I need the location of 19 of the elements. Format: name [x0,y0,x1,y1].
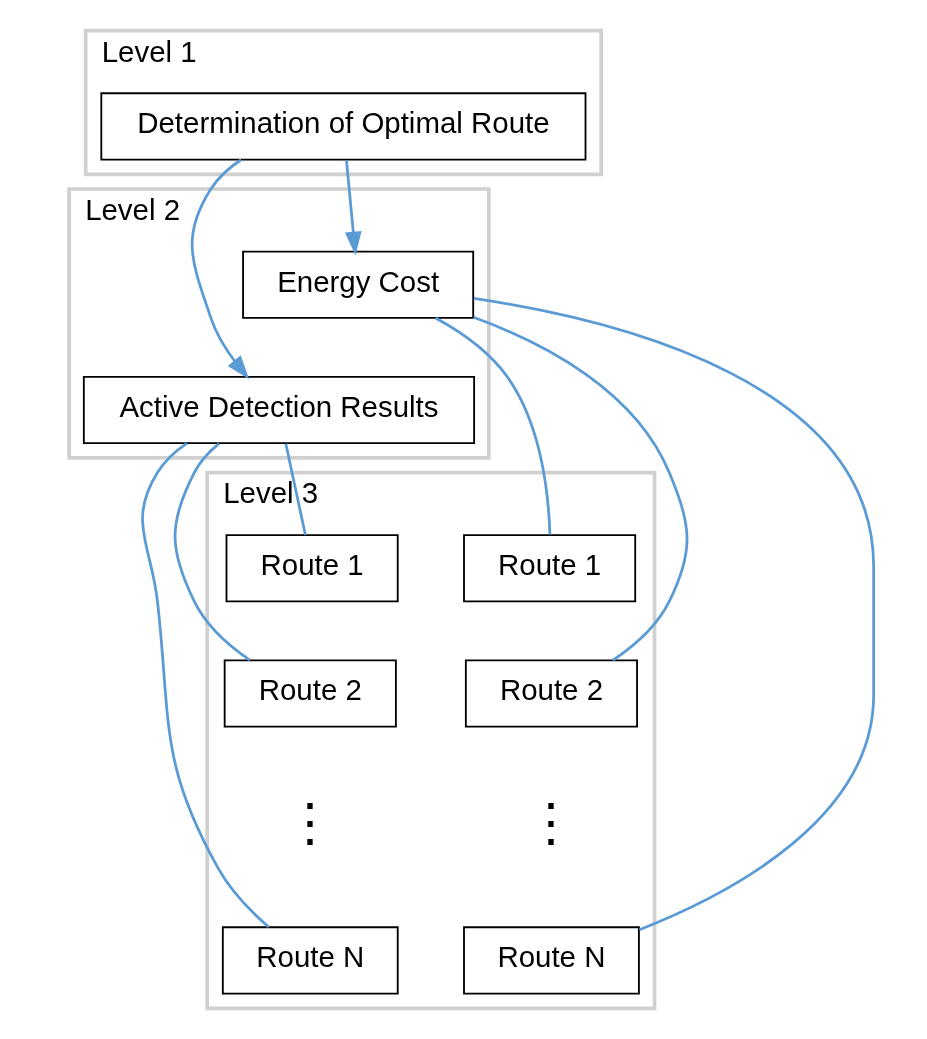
node-box: Route N [462,926,640,995]
node-box: Active Detection Results [82,375,475,445]
node-box: Energy Cost [241,250,474,319]
label: ⋮ [524,792,577,851]
node-box: Route 2 [464,659,638,728]
connector [140,442,270,929]
arrow [190,158,249,380]
connector [473,297,875,931]
node-box: Route 1 [462,534,636,603]
label: ⋮ [283,792,336,851]
node-box: Route 2 [223,659,397,728]
connector [434,316,551,535]
connector [472,316,688,662]
connector [284,443,307,536]
node-box: Route 1 [225,534,399,603]
arrow [344,160,362,256]
connector [173,442,250,662]
node-box: Route N [221,926,399,995]
node-box: Determination of Optimal Route [99,92,586,161]
